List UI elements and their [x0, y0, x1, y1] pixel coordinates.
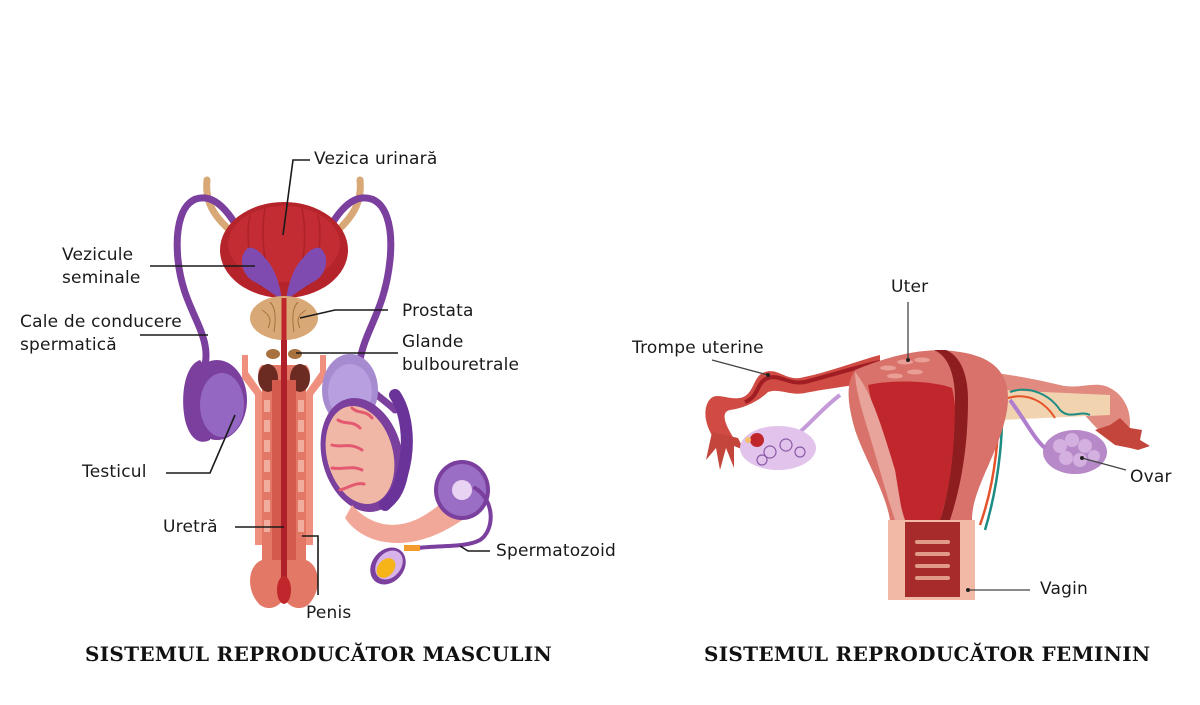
sperm-tail — [416, 486, 493, 550]
label-sperm: Spermatozoid — [496, 541, 617, 561]
leader-ovary — [1081, 457, 1127, 471]
bulbourethral-gland-left — [266, 349, 280, 359]
leader-prostate — [299, 309, 388, 319]
label-bulbourethral-line2: bulbouretrale — [402, 355, 520, 375]
seminal-vesicle-right — [286, 247, 327, 300]
vas-deferens-left — [173, 194, 259, 394]
ovary-left — [740, 426, 816, 470]
leader-bladder — [282, 159, 310, 236]
label-prostate: Prostata — [402, 301, 474, 321]
label-penis: Penis — [306, 603, 352, 623]
female-illustration — [705, 302, 1150, 600]
leader-sperm — [459, 545, 490, 552]
label-fallopian-tubes: Trompe uterine — [632, 338, 764, 358]
fallopian-tube-left — [705, 355, 880, 450]
seminal-vesicle-left — [241, 247, 282, 300]
label-seminal-vesicles-line2: seminale — [62, 268, 141, 288]
leader-fallopian-tubes — [711, 359, 769, 376]
seminiferous-tubule — [345, 490, 470, 544]
label-vagina: Vagin — [1040, 579, 1089, 599]
label-ovary: Ovar — [1130, 467, 1172, 487]
label-uterus: Uter — [891, 277, 929, 297]
label-urethra: Uretră — [163, 517, 218, 537]
male-title: SISTEMUL REPRODUCĂTOR MASCULIN — [85, 642, 553, 666]
label-vas-deferens-line2: spermatică — [20, 335, 117, 355]
leader-testicle — [166, 414, 236, 474]
label-vas-deferens-line1: Cale de conducere — [20, 312, 182, 332]
label-seminal-vesicles-line1: Vezicule — [62, 245, 134, 265]
label-testicle: Testicul — [82, 462, 147, 482]
label-bulbourethral-line1: Glande — [402, 332, 464, 352]
female-title: SISTEMUL REPRODUCĂTOR FEMININ — [704, 642, 1151, 666]
male-illustration — [140, 159, 493, 609]
bulbourethral-gland-right — [288, 349, 302, 359]
label-bladder: Vezica urinară — [314, 149, 438, 169]
leader-penis — [302, 535, 319, 595]
urethra — [281, 340, 287, 595]
